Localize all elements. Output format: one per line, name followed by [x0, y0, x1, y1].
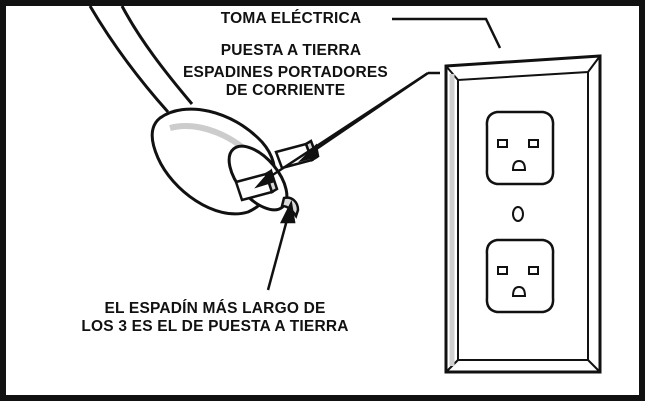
power-cord — [88, 5, 194, 113]
label-longest-pin-line1: EL ESPADÍN MÁS LARGO DE — [104, 300, 326, 317]
blades-leaders — [254, 71, 440, 189]
label-current-blades-line2: DE CORRIENTE — [225, 82, 346, 99]
label-current-blades: ESPADINES PORTADORES DE CORRIENTE — [148, 64, 423, 100]
plug-body — [150, 107, 289, 216]
label-outlet: TOMA ELÉCTRICA — [220, 10, 362, 27]
lower-receptacle — [485, 238, 555, 314]
label-longest-pin-line2: LOS 3 ES EL DE PUESTA A TIERRA — [81, 318, 349, 335]
plate-screw — [512, 206, 524, 222]
longest-pin-leader — [266, 200, 296, 291]
outlet-leader — [392, 17, 502, 49]
label-longest-pin: EL ESPADÍN MÁS LARGO DE LOS 3 ES EL DE P… — [30, 300, 400, 336]
label-current-blades-line1: ESPADINES PORTADORES — [183, 64, 388, 81]
upper-receptacle — [485, 110, 555, 186]
label-grounded: PUESTA A TIERRA — [220, 42, 362, 59]
